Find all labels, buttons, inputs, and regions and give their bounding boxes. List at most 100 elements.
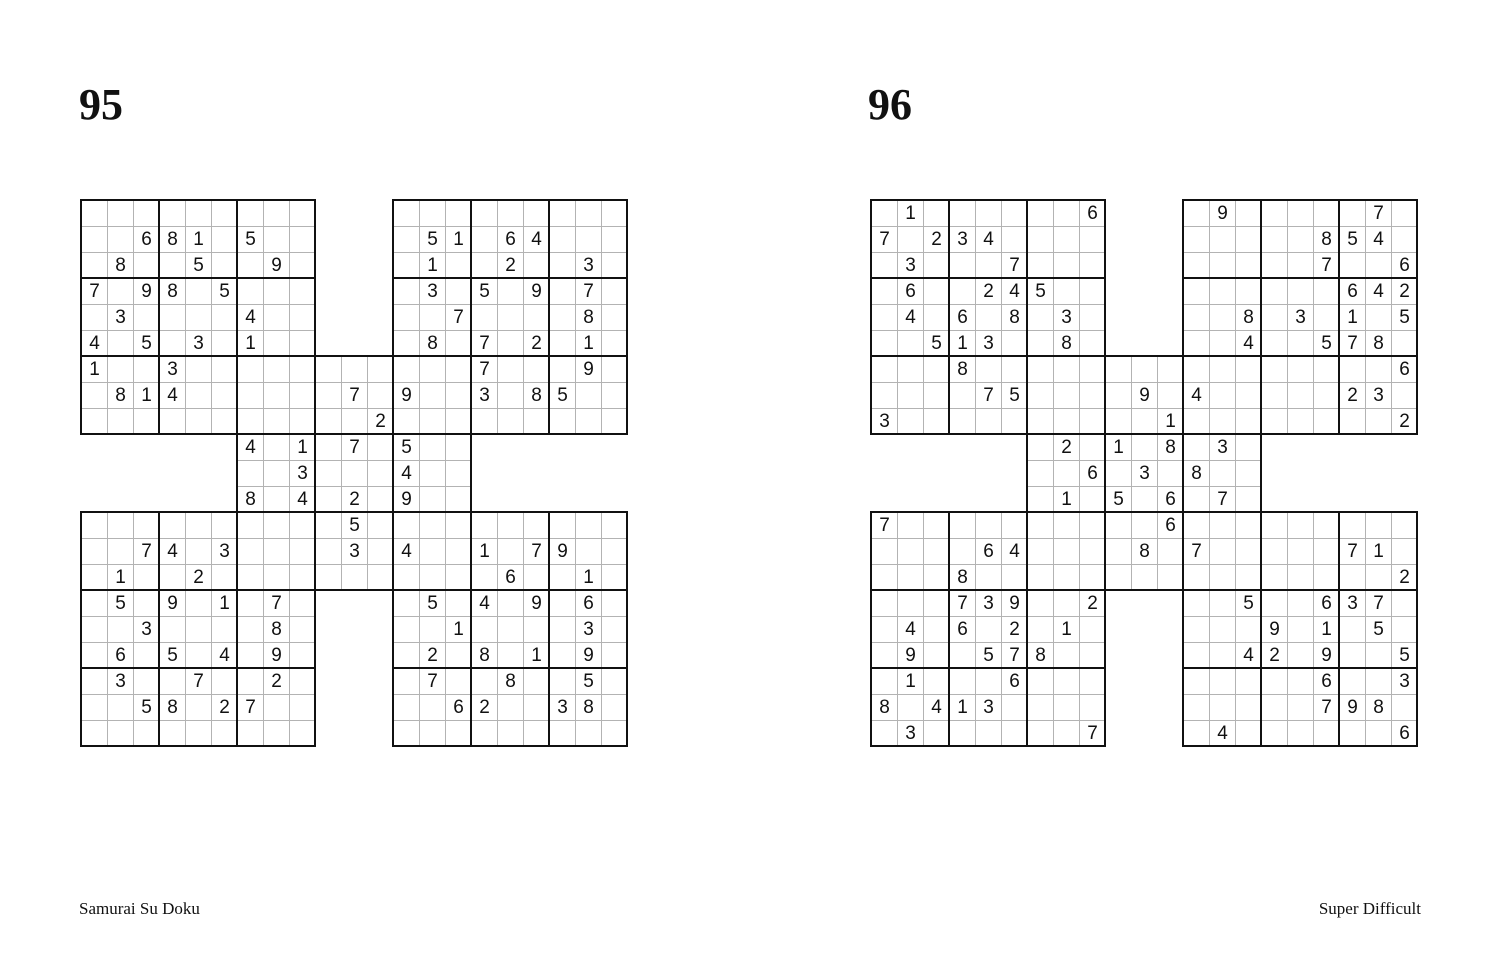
empty-cell[interactable] [523,408,549,434]
empty-cell[interactable] [1235,616,1261,642]
empty-cell[interactable] [1183,226,1209,252]
empty-cell[interactable] [289,694,315,720]
empty-cell[interactable] [1235,564,1261,590]
empty-cell[interactable] [1183,200,1209,226]
empty-cell[interactable] [419,434,445,460]
empty-cell[interactable] [975,512,1001,538]
empty-cell[interactable] [601,720,627,746]
empty-cell[interactable] [1001,564,1027,590]
empty-cell[interactable] [185,538,211,564]
empty-cell[interactable] [471,564,497,590]
empty-cell[interactable] [1261,278,1287,304]
empty-cell[interactable] [211,668,237,694]
empty-cell[interactable] [601,226,627,252]
empty-cell[interactable] [315,512,341,538]
empty-cell[interactable] [393,616,419,642]
empty-cell[interactable] [1235,200,1261,226]
empty-cell[interactable] [1235,460,1261,486]
empty-cell[interactable] [1261,512,1287,538]
empty-cell[interactable] [1339,616,1365,642]
empty-cell[interactable] [549,226,575,252]
empty-cell[interactable] [523,252,549,278]
empty-cell[interactable] [549,304,575,330]
empty-cell[interactable] [393,668,419,694]
empty-cell[interactable] [1235,356,1261,382]
empty-cell[interactable] [949,200,975,226]
empty-cell[interactable] [1391,382,1417,408]
empty-cell[interactable] [159,252,185,278]
empty-cell[interactable] [1131,434,1157,460]
empty-cell[interactable] [1209,408,1235,434]
empty-cell[interactable] [871,720,897,746]
empty-cell[interactable] [871,590,897,616]
empty-cell[interactable] [419,694,445,720]
empty-cell[interactable] [1053,564,1079,590]
empty-cell[interactable] [159,512,185,538]
empty-cell[interactable] [159,408,185,434]
empty-cell[interactable] [1053,278,1079,304]
empty-cell[interactable] [1079,642,1105,668]
empty-cell[interactable] [133,252,159,278]
empty-cell[interactable] [1339,668,1365,694]
empty-cell[interactable] [1131,356,1157,382]
empty-cell[interactable] [1261,252,1287,278]
empty-cell[interactable] [1261,408,1287,434]
empty-cell[interactable] [497,200,523,226]
empty-cell[interactable] [1313,278,1339,304]
empty-cell[interactable] [1287,616,1313,642]
empty-cell[interactable] [497,278,523,304]
empty-cell[interactable] [923,356,949,382]
empty-cell[interactable] [315,486,341,512]
empty-cell[interactable] [923,252,949,278]
empty-cell[interactable] [289,304,315,330]
empty-cell[interactable] [1053,252,1079,278]
empty-cell[interactable] [159,720,185,746]
empty-cell[interactable] [1027,356,1053,382]
empty-cell[interactable] [263,382,289,408]
empty-cell[interactable] [897,382,923,408]
empty-cell[interactable] [1079,330,1105,356]
empty-cell[interactable] [1339,642,1365,668]
empty-cell[interactable] [471,252,497,278]
empty-cell[interactable] [1209,356,1235,382]
empty-cell[interactable] [211,200,237,226]
empty-cell[interactable] [315,564,341,590]
empty-cell[interactable] [445,642,471,668]
empty-cell[interactable] [1339,720,1365,746]
empty-cell[interactable] [1079,486,1105,512]
empty-cell[interactable] [1131,486,1157,512]
empty-cell[interactable] [1053,694,1079,720]
empty-cell[interactable] [185,590,211,616]
empty-cell[interactable] [497,512,523,538]
empty-cell[interactable] [923,668,949,694]
empty-cell[interactable] [1235,226,1261,252]
empty-cell[interactable] [133,200,159,226]
empty-cell[interactable] [107,200,133,226]
empty-cell[interactable] [393,564,419,590]
empty-cell[interactable] [1053,460,1079,486]
empty-cell[interactable] [211,382,237,408]
empty-cell[interactable] [1027,434,1053,460]
empty-cell[interactable] [471,408,497,434]
empty-cell[interactable] [1079,512,1105,538]
empty-cell[interactable] [445,720,471,746]
empty-cell[interactable] [1183,252,1209,278]
empty-cell[interactable] [185,356,211,382]
empty-cell[interactable] [445,252,471,278]
empty-cell[interactable] [419,486,445,512]
empty-cell[interactable] [263,486,289,512]
empty-cell[interactable] [601,382,627,408]
empty-cell[interactable] [471,512,497,538]
empty-cell[interactable] [575,538,601,564]
empty-cell[interactable] [289,330,315,356]
empty-cell[interactable] [1261,226,1287,252]
empty-cell[interactable] [871,278,897,304]
empty-cell[interactable] [471,720,497,746]
empty-cell[interactable] [419,564,445,590]
empty-cell[interactable] [497,720,523,746]
empty-cell[interactable] [1027,226,1053,252]
empty-cell[interactable] [1105,512,1131,538]
empty-cell[interactable] [949,408,975,434]
empty-cell[interactable] [923,564,949,590]
empty-cell[interactable] [1157,538,1183,564]
